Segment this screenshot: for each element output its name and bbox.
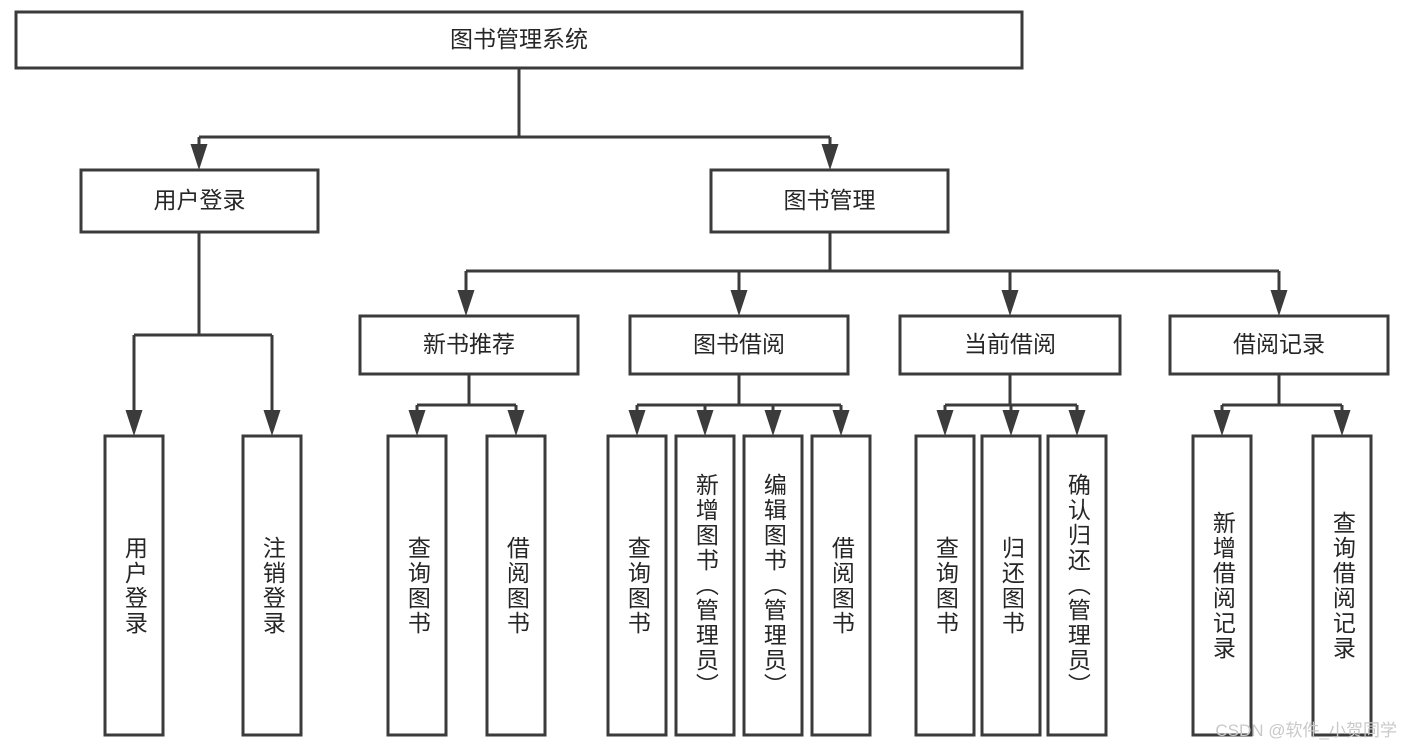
leaf-node-4-rect[interactable] (606, 434, 668, 737)
level3-node-rect[interactable] (358, 314, 580, 376)
leaf-node-10-rect[interactable] (1046, 434, 1108, 737)
group-0-arrow-0-head (408, 410, 426, 436)
leaf-node-1-rect[interactable] (241, 434, 303, 737)
level2-node-label: 用户登录 (154, 187, 246, 213)
level2-node-rect[interactable] (79, 168, 320, 234)
group-3-arrow-1-head (1333, 410, 1351, 436)
level3-node-1[interactable]: 图书借阅 (628, 314, 850, 376)
level3-node-3[interactable]: 借阅记录 (1168, 314, 1390, 376)
level3-node-label: 借阅记录 (1233, 331, 1325, 357)
group-2-arrow-2-head (1068, 410, 1086, 436)
csdn-watermark: CSDN @软件_小贺同学 (1215, 721, 1397, 740)
level2-node-0[interactable]: 用户登录 (79, 168, 320, 234)
level3-node-rect[interactable] (1168, 314, 1390, 376)
root-arrow-1-head (821, 144, 839, 170)
level3-node-0[interactable]: 新书推荐 (358, 314, 580, 376)
group-2-arrow-1-head (1002, 410, 1020, 436)
level3-node-rect[interactable] (898, 314, 1122, 376)
root-node[interactable]: 图书管理系统 (14, 10, 1024, 70)
leaf-node-9-rect[interactable] (980, 434, 1042, 737)
level3-node-rect[interactable] (628, 314, 850, 376)
level2-node-rect[interactable] (709, 168, 950, 234)
level3-node-label: 当前借阅 (964, 331, 1056, 357)
level2-node-1[interactable]: 图书管理 (709, 168, 950, 234)
login-arrow-1-head (263, 410, 281, 436)
connector-layer (125, 68, 1351, 436)
leaf-node-11-rect[interactable] (1191, 434, 1253, 737)
leaf-node-7-rect[interactable] (810, 434, 872, 737)
group-2-arrow-0-head (936, 410, 954, 436)
leaf-node-6-rect[interactable] (742, 434, 804, 737)
level3-node-2[interactable]: 当前借阅 (898, 314, 1122, 376)
group-1-arrow-0-head (628, 410, 646, 436)
login-arrow-0-head (125, 410, 143, 436)
leaf-node-3-rect[interactable] (485, 434, 547, 737)
leaf-node-12-rect[interactable] (1311, 434, 1373, 737)
root-arrow-0-head (190, 144, 208, 170)
group-1-arrow-1-head (696, 410, 714, 436)
group-0-arrow-1-head (507, 410, 525, 436)
manage-arrow-1-head (730, 290, 748, 316)
root-node-label: 图书管理系统 (450, 26, 588, 52)
manage-arrow-3-head (1270, 290, 1288, 316)
leaf-node-0-rect[interactable] (103, 434, 165, 737)
manage-arrow-2-head (1001, 290, 1019, 316)
leaf-node-8-rect[interactable] (914, 434, 976, 737)
level2-node-label: 图书管理 (784, 187, 876, 213)
leaf-node-2-rect[interactable] (386, 434, 448, 737)
level3-node-label: 新书推荐 (423, 331, 515, 357)
leaf-node-5-rect[interactable] (674, 434, 736, 737)
group-1-arrow-3-head (832, 410, 850, 436)
root-node-rect[interactable] (14, 10, 1024, 70)
level3-node-label: 图书借阅 (693, 331, 785, 357)
group-1-arrow-2-head (764, 410, 782, 436)
manage-arrow-0-head (457, 290, 475, 316)
group-3-arrow-0-head (1213, 410, 1231, 436)
